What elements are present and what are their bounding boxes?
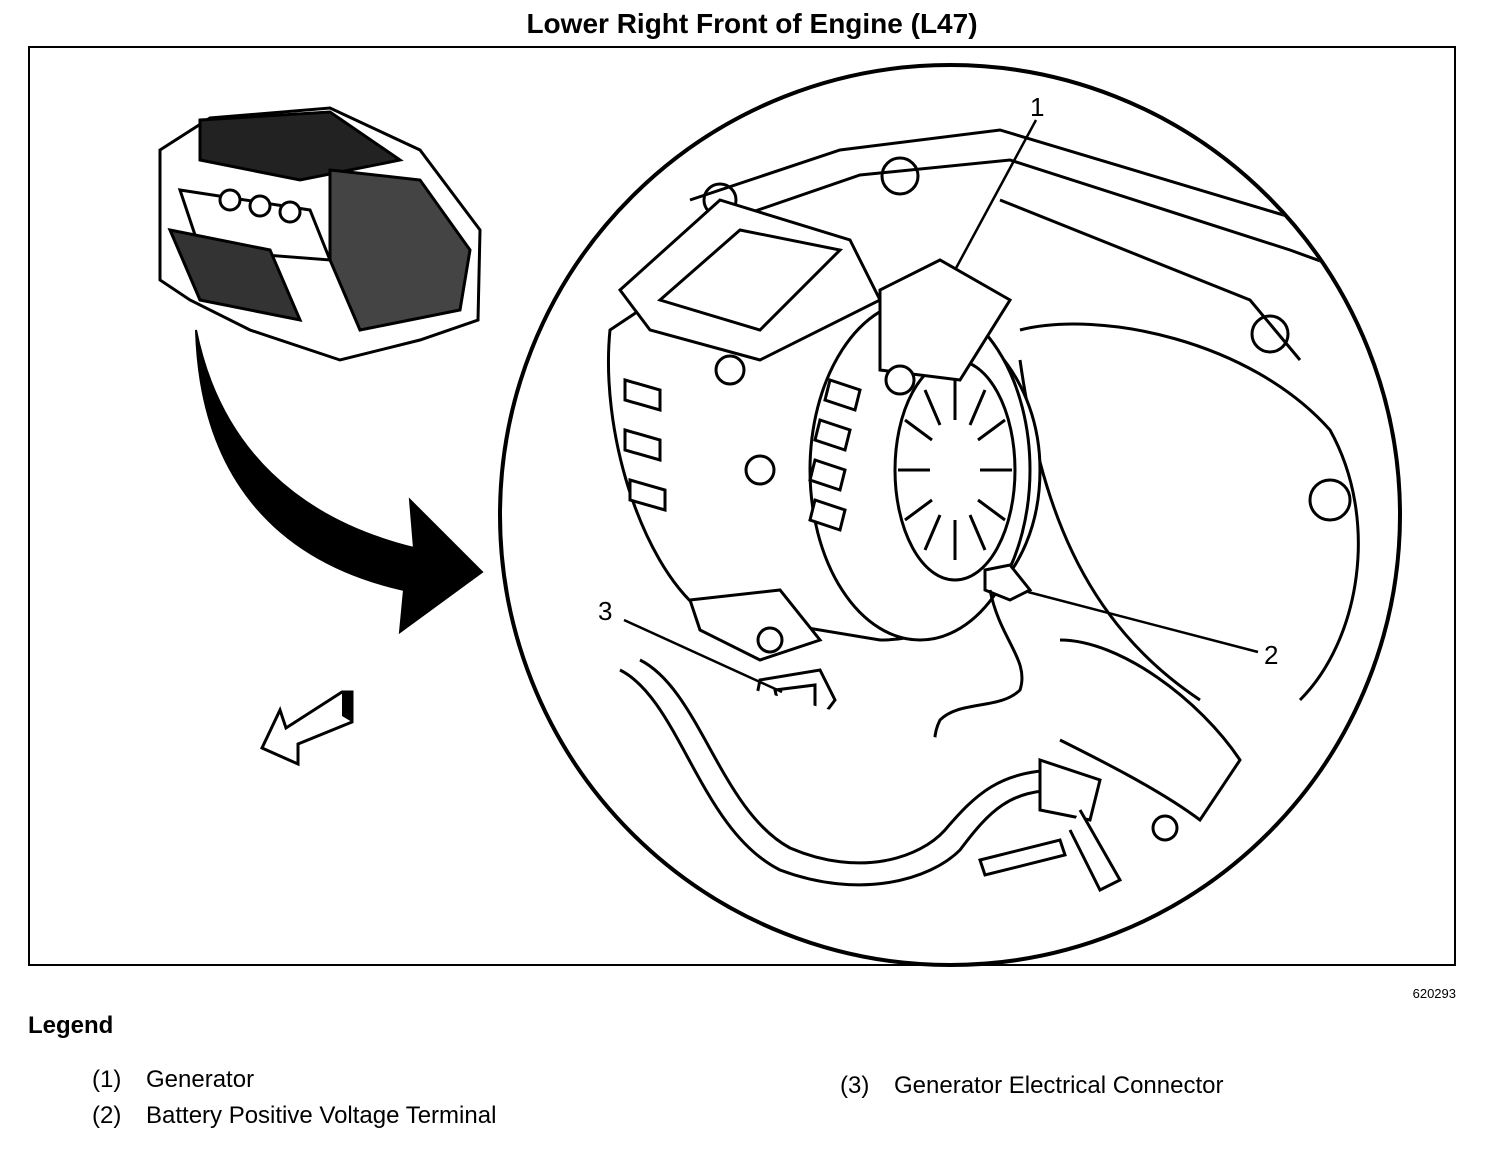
front-direction-arrow-icon: [259, 690, 354, 767]
battery-positive-terminal: [933, 563, 1033, 793]
legend-item: (2) Battery Positive Voltage Terminal: [92, 1102, 496, 1130]
callout-2: 2: [1264, 640, 1279, 670]
curved-arrow-icon: [195, 329, 484, 635]
figure-number: 620293: [1412, 986, 1456, 1001]
legend-item-label: Battery Positive Voltage Terminal: [146, 1102, 497, 1129]
callout-1: 1: [1030, 92, 1045, 122]
engine-thumbnail: [158, 106, 482, 362]
diagram-frame: [28, 46, 1456, 966]
generator: [606, 198, 1042, 662]
legend-item-label: Generator Electrical Connector: [894, 1072, 1224, 1099]
legend-heading: Legend: [28, 1012, 114, 1039]
legend-item: (1) Generator: [92, 1066, 254, 1094]
page-title: Lower Right Front of Engine (L47): [526, 8, 978, 39]
legend-item-number: (1): [92, 1066, 122, 1093]
legend-item: (3) Generator Electrical Connector: [840, 1072, 1223, 1100]
leader-lines: [623, 119, 1259, 694]
legend-item-number: (2): [92, 1102, 122, 1129]
detail-view: [606, 128, 1398, 893]
wiring-harness: [619, 658, 1123, 893]
legend-item-number: (3): [840, 1072, 870, 1099]
legend-item-label: Generator: [146, 1066, 255, 1093]
callout-3: 3: [598, 596, 613, 626]
detail-circle: [498, 63, 1402, 967]
